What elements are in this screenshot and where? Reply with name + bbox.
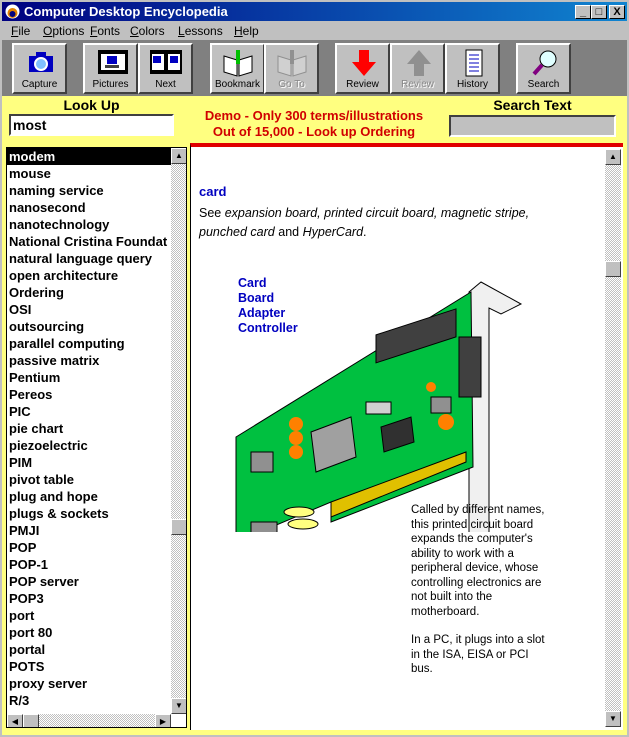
- list-item[interactable]: PIC: [9, 404, 31, 419]
- list-item[interactable]: portal: [9, 642, 46, 657]
- list-item[interactable]: POP server: [9, 574, 79, 589]
- list-item[interactable]: Ordering: [9, 285, 64, 300]
- list-item[interactable]: pivot table: [9, 472, 75, 487]
- list-item[interactable]: piezoelectric: [9, 438, 88, 453]
- horizontal-scroll-thumb[interactable]: [23, 714, 39, 727]
- list-item[interactable]: R/3: [9, 693, 30, 708]
- list-item[interactable]: POTS: [9, 659, 45, 674]
- link-refs[interactable]: expansion board, printed circuit board, …: [224, 206, 530, 220]
- menu-file[interactable]: File: [11, 24, 31, 38]
- definition-panel: card See expansion board, printed circui…: [190, 143, 623, 730]
- expansion-card-illustration: [235, 281, 523, 532]
- scroll-left-arrow-icon[interactable]: ◀: [7, 714, 23, 727]
- search-text-label: Search Text: [493, 97, 572, 113]
- list-item[interactable]: port: [9, 608, 35, 623]
- search-text-input[interactable]: [449, 115, 616, 137]
- content-vertical-scrollbar[interactable]: ▲ ▼: [605, 149, 621, 727]
- scroll-right-arrow-icon[interactable]: ▶: [155, 714, 171, 727]
- list-item[interactable]: Pentium: [9, 370, 61, 385]
- list-item[interactable]: modem: [7, 148, 171, 165]
- menu-fonts[interactable]: Fonts: [90, 24, 121, 38]
- list-item[interactable]: mouse: [9, 166, 51, 181]
- capture-button[interactable]: Capture: [12, 43, 67, 94]
- content-scroll-down-arrow-icon[interactable]: ▼: [605, 711, 621, 727]
- book-icon: [223, 50, 253, 77]
- list-item[interactable]: POP3: [9, 591, 44, 606]
- list-item[interactable]: port 80: [9, 625, 53, 640]
- list-item[interactable]: natural language query: [9, 251, 153, 266]
- content-scroll-up-arrow-icon[interactable]: ▲: [605, 149, 621, 165]
- list-item[interactable]: PMJI: [9, 523, 40, 538]
- menu-options[interactable]: Options: [43, 24, 85, 38]
- look-up-input[interactable]: most: [9, 114, 174, 136]
- list-item[interactable]: nanotechnology: [9, 217, 110, 232]
- demo-notice-line2[interactable]: Out of 15,000 - Look up Ordering: [212, 124, 416, 139]
- list-horizontal-scrollbar[interactable]: ◀ ▶: [7, 714, 171, 727]
- arrow-down-icon: [352, 50, 376, 76]
- book-goto-icon: [277, 50, 307, 77]
- list-vertical-scrollbar[interactable]: ▲ ▼: [171, 148, 186, 714]
- list-item[interactable]: plug and hope: [9, 489, 98, 504]
- demo-notice-line1: Demo - Only 300 terms/illustrations: [204, 108, 424, 123]
- menu-lessons[interactable]: Lessons: [178, 24, 223, 38]
- go-to-button[interactable]: Go To: [264, 43, 319, 94]
- look-up-label: Look Up: [63, 97, 120, 113]
- list-item[interactable]: parallel computing: [9, 336, 125, 351]
- list-item[interactable]: nanosecond: [9, 200, 86, 215]
- search-button[interactable]: Search: [516, 43, 571, 94]
- list-item[interactable]: PIM: [9, 455, 33, 470]
- link-punched-card[interactable]: punched card: [199, 225, 275, 239]
- list-item[interactable]: pie chart: [9, 421, 64, 436]
- history-button[interactable]: History: [445, 43, 500, 94]
- arrow-up-icon: [407, 50, 431, 76]
- list-item[interactable]: plugs & sockets: [9, 506, 109, 521]
- maximize-button[interactable]: □: [591, 5, 607, 19]
- close-button[interactable]: X: [609, 5, 625, 19]
- filmstrip-double-icon: [150, 50, 182, 74]
- next-button[interactable]: Next: [138, 43, 193, 94]
- list-item[interactable]: Pereos: [9, 387, 53, 402]
- list-item[interactable]: passive matrix: [9, 353, 100, 368]
- link-hypercard[interactable]: HyperCard: [302, 225, 364, 239]
- scroll-up-arrow-icon[interactable]: ▲: [171, 148, 186, 164]
- window-title: Computer Desktop Encyclopedia: [24, 4, 228, 19]
- pictures-button[interactable]: Pictures: [83, 43, 138, 94]
- camera-icon: [29, 52, 53, 72]
- list-item[interactable]: open architecture: [9, 268, 119, 283]
- list-item[interactable]: POP: [9, 540, 37, 555]
- review-back-button[interactable]: Review: [335, 43, 390, 94]
- app-icon: [5, 4, 20, 19]
- filmstrip-icon: [98, 50, 128, 74]
- content-scroll-thumb[interactable]: [605, 261, 621, 277]
- list-item[interactable]: POP-1: [9, 557, 49, 572]
- list-item[interactable]: outsourcing: [9, 319, 85, 334]
- minimize-button[interactable]: _: [575, 5, 591, 19]
- menu-colors[interactable]: Colors: [130, 24, 165, 38]
- list-item[interactable]: National Cristina Foundat: [9, 234, 168, 249]
- menu-bar: File Options Fonts Colors Lessons Help: [2, 22, 627, 40]
- list-icon: [465, 49, 483, 77]
- title-bar: Computer Desktop Encyclopedia _ □ X: [2, 2, 627, 21]
- list-item[interactable]: proxy server: [9, 676, 88, 691]
- review-forward-button[interactable]: Review: [390, 43, 445, 94]
- synonyms: Card Board Adapter Controller: [238, 276, 298, 335]
- magnifier-icon: [532, 50, 557, 76]
- menu-help[interactable]: Help: [234, 24, 259, 38]
- entry-see-also: See expansion board, printed circuit boa…: [199, 206, 530, 239]
- scroll-thumb[interactable]: [171, 519, 186, 535]
- illustration-caption: Called by different names, this printed …: [411, 504, 545, 675]
- entry-term: card: [199, 184, 227, 199]
- bookmark-button[interactable]: Bookmark: [210, 43, 265, 94]
- list-item[interactable]: naming service: [9, 183, 104, 198]
- scroll-down-arrow-icon[interactable]: ▼: [171, 698, 186, 714]
- toolbar: Capture Pictures Next Bookmark Go To Rev…: [2, 40, 627, 96]
- list-item[interactable]: OSI: [9, 302, 32, 317]
